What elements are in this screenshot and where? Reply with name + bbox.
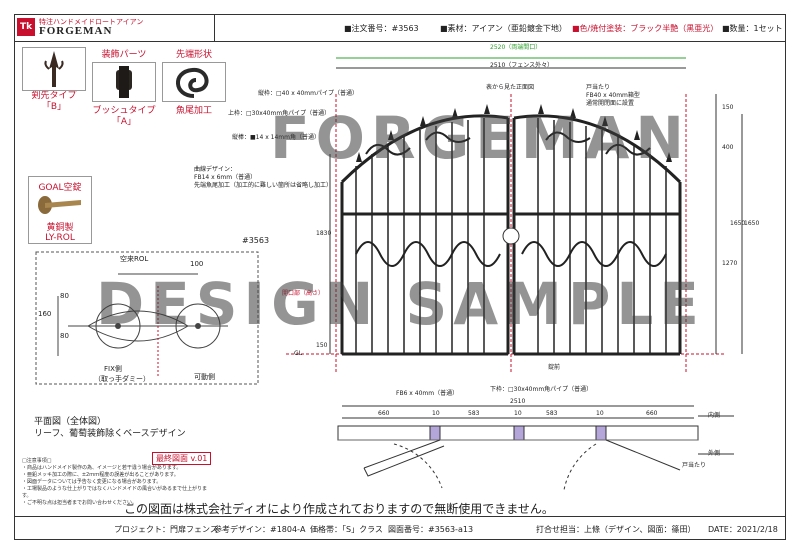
plan-seg-10a: 10	[432, 410, 440, 417]
lock-caption-material: 黄銅製	[46, 223, 74, 233]
status-version: v.01	[190, 454, 208, 463]
notes-title: □注意事項□	[22, 458, 52, 464]
title-block-header: Tk 特注ハンドメイドロートアイアン FORGEMAN ■注文番号：#3563 …	[14, 14, 786, 42]
curve-tail-note: 先端魚尾加工（加工的に難しい箇所は省略し加工）	[194, 182, 333, 189]
note-line: ・商品はハンドメイド製作の為、イメージと若干違う場合があります。	[22, 465, 182, 471]
bush-label: 装飾パーツ	[101, 50, 147, 60]
part-spear-tip: 剣先タイプ「B」	[22, 47, 86, 113]
note-line: ・図面データについては予告なく変更になる場合があります。	[22, 479, 162, 485]
bottom-fb-note: FB6 x 40mm（普通）	[396, 390, 459, 397]
quantity: ■数量：1セット	[722, 24, 783, 33]
staff: 打合せ担当：上條（デザイン、図面：篠田）	[536, 525, 696, 534]
plan-view-drawing: 2510 660 10 583 10 583 10 660 内側 外側 戸当たり	[334, 398, 774, 498]
dim-h150-bottom: 150	[316, 342, 328, 349]
dim-h1650: 1650	[730, 220, 746, 227]
frame-top-note: 縦枠：□40 x 40mmパイプ（普通）	[258, 90, 358, 97]
upper-frame-note: 上枠：□30x40mm角パイプ（普通）	[228, 110, 331, 117]
bush-caption: ブッシュタイプ「A」	[92, 106, 156, 127]
plan-seg-660b: 660	[646, 410, 658, 417]
status-badge-text: 最終図面	[156, 454, 188, 463]
plan-total: 2510	[510, 398, 526, 405]
lock-height-total: 160	[38, 310, 52, 318]
lock-detail-drawing: 空来ROL 100 80 80 160 FIX側 （取っ手ダミー） 可動側	[28, 246, 268, 396]
curve-design-note: 曲線デザイン：	[194, 166, 237, 173]
fishtail-icon	[162, 62, 226, 106]
spear-tip-icon	[22, 47, 86, 91]
curve-fb-note: FB14 x 6mm（普通）	[194, 174, 257, 181]
drawing-number: 図面番号：#3563-a13	[388, 525, 474, 534]
plan-seg-583b: 583	[546, 410, 558, 417]
lock-type-label: 空来ROL	[120, 255, 149, 263]
fishtail-label: 先端形状	[175, 50, 212, 60]
lock-caption-model: LY-ROL	[45, 233, 75, 243]
bush-icon	[92, 62, 156, 106]
material: ■素材：アイアン（亜鉛鍍金下地）	[440, 24, 567, 33]
post-note-1: 戸当たり	[586, 84, 611, 91]
price-band: 価格帯：「S」クラス	[310, 525, 383, 534]
logo-mark: Tk	[17, 18, 35, 36]
order-number: ■注文番号：#3563	[344, 24, 419, 33]
spear-tip-caption: 剣先タイプ「B」	[31, 91, 77, 112]
lock-title: GOAL空錠	[38, 183, 82, 193]
status-badge: 最終図面 v.01	[152, 452, 212, 465]
post-note-3: 通常開閉面に設置	[586, 100, 635, 107]
dim-fence-outer: 2510（フェンス外々）	[490, 62, 554, 69]
gate-elevation-drawing: 2520（両端間口） 2510（フェンス外々） 表から見た正面図 戸当たり FB…	[282, 44, 760, 394]
notes-box: □注意事項□ ・商品はハンドメイド製作の為、イメージと若干違う場合があります。 …	[22, 458, 212, 508]
plan-title: 平面図（全体図）	[34, 417, 107, 427]
lower-frame-note: 下枠：□30x40mm角パイプ（普通）	[490, 386, 593, 393]
finish: ■色/焼付塗装：ブラック半艶（黒亜光）	[572, 24, 719, 33]
plan-seg-10c: 10	[596, 410, 604, 417]
fix-side-label: FIX側	[104, 365, 122, 373]
plan-stopper-label: 戸当たり	[682, 462, 707, 469]
front-view-label: 表から見た正面図	[486, 84, 535, 91]
copyright-notice: この図面は株式会社ディオにより作成されておりますので無断使用できません。	[124, 502, 554, 516]
post-note-2: FB40 x 40mm箱型	[586, 92, 640, 99]
dim-h1650b: 1650	[744, 220, 760, 227]
title-block-footer: プロジェクト：門扉フェンス 参考デザイン：#1804-A 価格帯：「S」クラス …	[14, 516, 786, 540]
fishtail-caption: 魚尾加工	[175, 106, 212, 116]
watermark-line-1: FORGEMAN	[270, 104, 690, 172]
lock-label: 錠前	[548, 364, 561, 371]
plan-subtitle: リーフ、葡萄装飾除くベースデザイン	[34, 429, 186, 439]
logo-text: FORGEMAN	[39, 25, 113, 37]
header-divider	[214, 14, 215, 41]
watermark-line-2: DESIGN SAMPLE	[96, 270, 705, 338]
lock-height-dim-b: 80	[60, 332, 69, 340]
dim-h1830: 1830	[316, 230, 332, 237]
dim-total-width: 2520（両端間口）	[490, 44, 542, 51]
part-bush: 装飾パーツ ブッシュタイプ「A」	[92, 47, 156, 128]
dim-h400: 400	[722, 144, 734, 151]
lock-width-dim: 100	[190, 260, 204, 268]
lever-handle-icon	[38, 196, 81, 214]
note-line: ・工場製品のような仕上がりではなくハンドメイドの風合いがあるまで仕上がります。	[22, 486, 208, 499]
note-line: ・ご不明な点は担当者までお問い合わせください。	[22, 500, 138, 506]
part-fishtail: 先端形状 魚尾加工	[162, 47, 226, 117]
gap-note: 開口部（高さ）	[282, 290, 325, 297]
plan-seg-10b: 10	[514, 410, 522, 417]
plan-seg-583a: 583	[468, 410, 480, 417]
ref-number: #3563	[242, 236, 270, 245]
plan-outside-label: 外側	[708, 450, 721, 457]
drawing-frame	[14, 14, 786, 540]
date: DATE：2021/2/18	[708, 525, 778, 534]
logo-subtitle: 特注ハンドメイドロートアイアン	[39, 18, 144, 26]
dim-h150-top: 150	[722, 104, 734, 111]
dim-h1270: 1270	[722, 260, 738, 267]
plan-inside-label: 内側	[708, 412, 721, 419]
reference-design: 参考デザイン：#1804-A	[214, 525, 306, 534]
bars-note: 縦棒：■14 x 14mm角（普通）	[232, 134, 320, 141]
move-side-label: 可動側	[194, 373, 215, 381]
plan-seg-660a: 660	[378, 410, 390, 417]
lock-height-dim-a: 80	[60, 292, 69, 300]
fix-side-sub: （取っ手ダミー）	[94, 375, 150, 383]
project-name: プロジェクト：門扉フェンス	[114, 525, 218, 534]
lock-panel: GOAL空錠 黄銅製 LY-ROL	[28, 176, 92, 244]
note-line: ・亜鉛メッキ加工の際に、±2ｍｍ程度の誤差が出ることがあります。	[22, 472, 179, 478]
forgeman-logo: Tk 特注ハンドメイドロートアイアン FORGEMAN	[17, 17, 143, 39]
ground-line-label: GL	[294, 350, 302, 357]
